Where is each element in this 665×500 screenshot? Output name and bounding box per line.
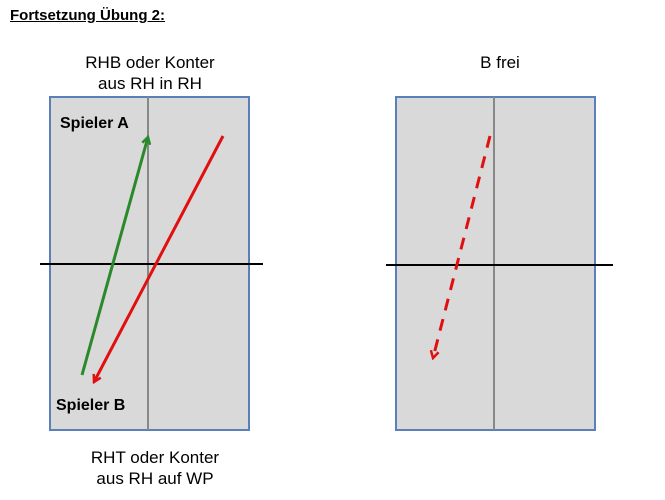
- right-table-surface: [395, 96, 596, 431]
- left-table: Spieler A Spieler B: [40, 96, 263, 431]
- left-caption-top-line1: RHB oder Konter: [85, 53, 215, 72]
- player-a-label: Spieler A: [60, 115, 129, 132]
- left-caption-bottom-line2: aus RH auf WP: [96, 469, 214, 488]
- left-caption-bottom-line1: RHT oder Konter: [90, 448, 220, 467]
- right-table: [386, 96, 613, 431]
- green-arrow: [80, 137, 148, 376]
- left-caption-bottom: RHT oder Konter aus RH auf WP: [60, 447, 250, 489]
- right-caption-top: B frei: [480, 53, 520, 72]
- left-caption-top: RHB oder Konter aus RH in RH: [60, 52, 240, 94]
- player-b-label: Spieler B: [56, 397, 125, 414]
- red-dashed-arrow: [433, 135, 492, 358]
- exercise-heading: Fortsetzung Übung 2:: [10, 7, 165, 24]
- red-arrow: [94, 135, 225, 382]
- left-caption-top-line2: aus RH in RH: [98, 74, 202, 93]
